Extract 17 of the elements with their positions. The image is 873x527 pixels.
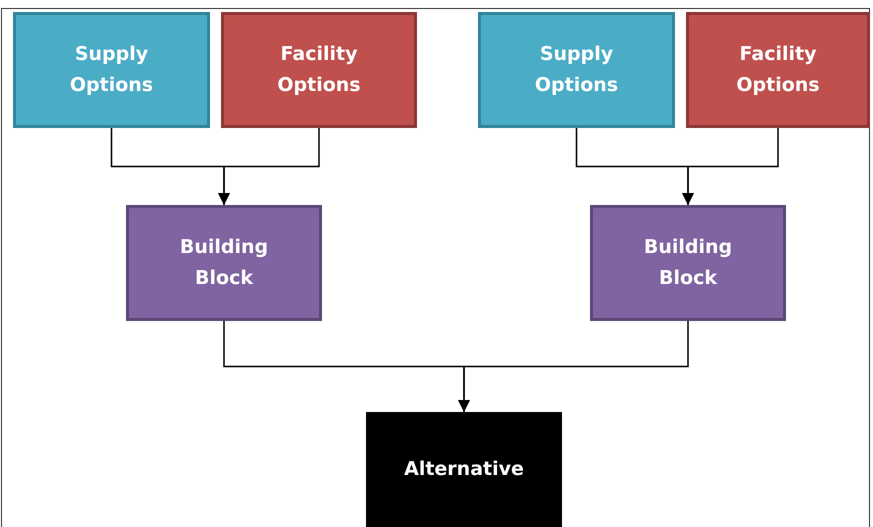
node-label: Alternative — [403, 457, 525, 482]
node-label: Facility Options — [276, 42, 362, 98]
alternative-box — [366, 412, 562, 527]
connector-arrow — [458, 321, 689, 412]
node-label: Building Block — [642, 235, 734, 291]
facility-box — [221, 12, 417, 128]
node-label: Facility Options — [735, 42, 821, 98]
building-block-box — [126, 205, 322, 321]
connector-arrow — [218, 128, 320, 205]
building-block-box — [590, 205, 786, 321]
facility-box — [686, 12, 870, 128]
supply-box — [478, 12, 675, 128]
supply-box — [13, 12, 210, 128]
node-label: Supply Options — [68, 42, 154, 98]
connector-arrow — [682, 128, 779, 205]
node-label: Building Block — [178, 235, 270, 291]
node-label: Supply Options — [534, 42, 620, 98]
